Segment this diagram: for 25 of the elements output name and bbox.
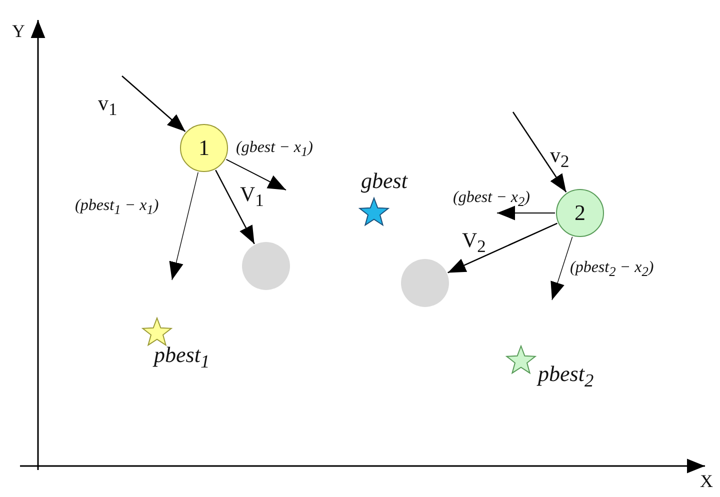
- arrow: [496, 206, 556, 220]
- edge-label: (gbest − x$_{1}$): [236, 140, 313, 159]
- arrow: [122, 76, 186, 132]
- edge-label: (gbest − x$_{2}$): [453, 190, 530, 209]
- new-position-circle: [401, 259, 449, 307]
- star-label: gbest: [361, 170, 408, 192]
- edge-label: V$_{1}$: [240, 184, 264, 210]
- arrow: [226, 158, 286, 190]
- new-position-circle: [242, 242, 290, 290]
- arrow: [215, 170, 255, 244]
- edge-label: (pbest$_{1}$ − x$_{1}$): [75, 198, 159, 217]
- star-label: pbest$_{2}$: [538, 363, 594, 390]
- edge-label: v$_{1}$: [98, 93, 118, 119]
- arrow: [512, 112, 567, 193]
- axis-label: Y: [12, 22, 25, 40]
- edge-label: V$_{2}$: [462, 230, 486, 256]
- star-label: pbest$_{1}$: [154, 344, 210, 371]
- axis-label: X: [700, 472, 713, 490]
- particle-circle: 1: [180, 124, 228, 172]
- edge-label: (pbest$_{2}$ − x$_{2}$): [570, 260, 654, 279]
- edge-label: v$_{2}$: [550, 145, 570, 171]
- arrow: [169, 172, 198, 280]
- arrow: [448, 222, 558, 274]
- arrow: [550, 236, 573, 300]
- particle-circle: 2: [556, 189, 604, 237]
